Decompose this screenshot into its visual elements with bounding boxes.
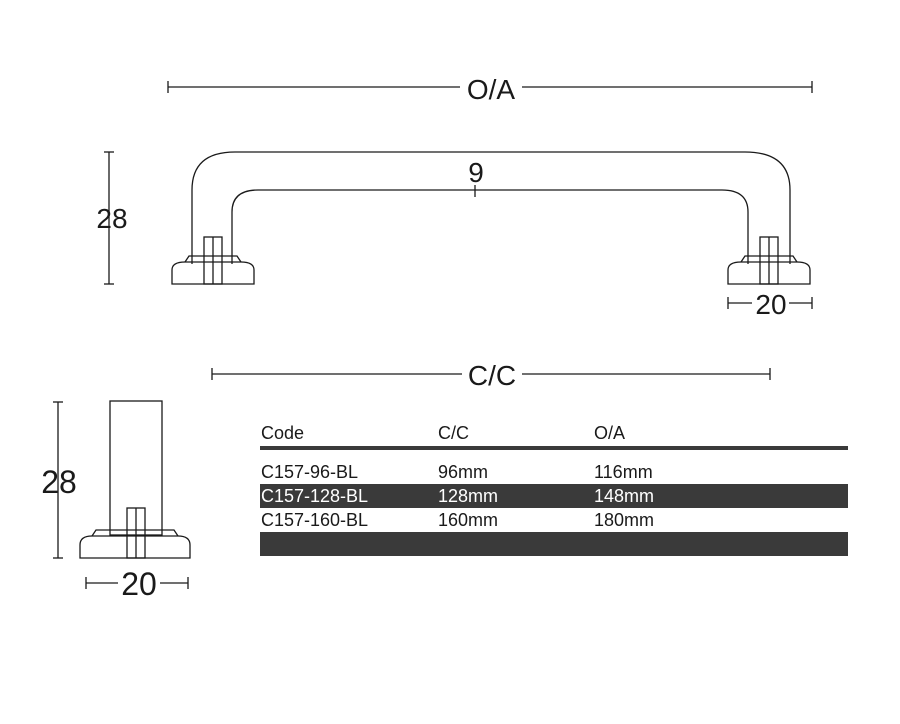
row-code: C157-128-BL xyxy=(261,486,369,506)
front-height-label: 28 xyxy=(96,203,127,234)
table-row: C157-96-BL 96mm 116mm xyxy=(260,460,848,484)
center-distance-dimension xyxy=(211,368,771,380)
table-row: C157-128-BL 128mm 148mm xyxy=(260,484,848,508)
table-header: Code C/C O/A xyxy=(260,420,848,450)
row-cc: 96mm xyxy=(438,462,489,482)
handle-side-view xyxy=(79,400,191,559)
handle-front-view xyxy=(171,151,811,285)
row-cc: 128mm xyxy=(438,486,499,506)
front-foot-width-label: 20 xyxy=(755,289,786,320)
side-height-label: 28 xyxy=(41,464,77,500)
side-foot-width-label: 20 xyxy=(121,566,157,602)
front-height-dimension xyxy=(104,151,114,285)
row-oa: 116mm xyxy=(594,462,653,482)
header-oa: O/A xyxy=(594,423,626,443)
front-foot-width-dimension xyxy=(727,297,813,309)
side-height-dimension xyxy=(53,401,63,559)
overall-length-dimension xyxy=(167,81,813,93)
side-foot-width-dimension xyxy=(85,577,189,589)
row-code: C157-96-BL xyxy=(261,462,359,482)
table-row xyxy=(260,532,848,556)
row-cc: 160mm xyxy=(438,510,499,530)
thickness-label: 9 xyxy=(468,157,484,188)
spec-table: Code C/C O/A C157-96-BL 96mm 116mm C157-… xyxy=(260,420,848,556)
row-oa: 148mm xyxy=(594,486,655,506)
table-gap xyxy=(260,450,848,460)
table-row: C157-160-BL 160mm 180mm xyxy=(260,508,848,532)
row-oa: 180mm xyxy=(594,510,655,530)
row-code: C157-160-BL xyxy=(261,510,369,530)
header-code: Code xyxy=(261,423,305,443)
overall-length-label: O/A xyxy=(467,74,516,105)
center-distance-label: C/C xyxy=(468,360,516,391)
header-cc: C/C xyxy=(438,423,469,443)
